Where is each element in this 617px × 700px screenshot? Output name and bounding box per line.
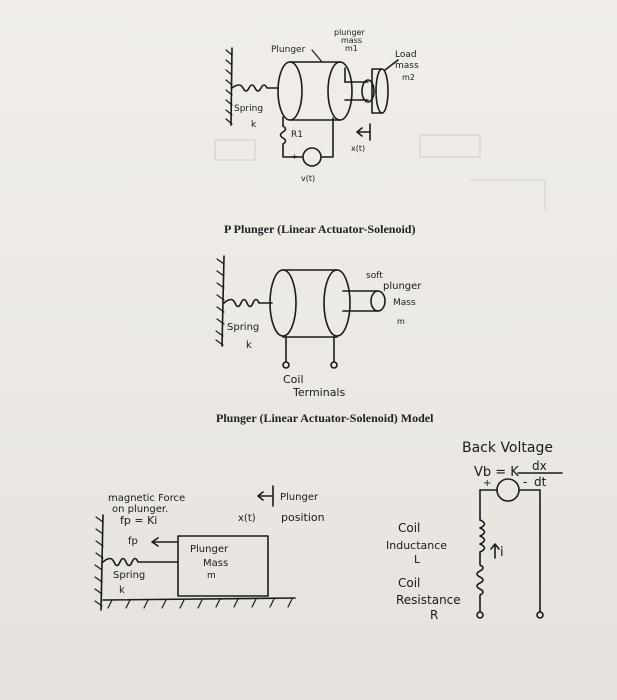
resistor-4	[476, 551, 484, 613]
label-plunger-mass-b: mass	[341, 36, 362, 45]
force-arrow-3	[151, 537, 179, 547]
plunger-leader	[311, 49, 323, 63]
terminal-4	[476, 611, 484, 619]
label-k-2: k	[246, 340, 252, 351]
label-terminals-2: Terminals	[292, 386, 345, 399]
spring-1	[231, 84, 279, 92]
label-on-plunger: on plunger.	[112, 504, 168, 515]
figure-2-plunger-model: soft plunger Mass m Spring k Coil Termin…	[215, 255, 422, 399]
label-coil-inductance-b: Inductance	[386, 539, 447, 552]
spring-3	[102, 557, 179, 567]
label-coil-resistance-c: R	[430, 608, 438, 622]
label-coil-inductance-c: L	[414, 553, 421, 566]
soft-plunger-2	[342, 290, 386, 312]
label-block-mass: Mass	[203, 558, 228, 569]
wall-3	[94, 514, 104, 611]
label-m-2: m	[397, 317, 405, 326]
wall-2	[215, 255, 225, 347]
coil-terminals-2	[282, 336, 338, 369]
label-k-1: k	[251, 120, 257, 130]
background-trace	[214, 134, 546, 210]
caption-figure-1: P Plunger (Linear Actuator-Solenoid)	[224, 222, 415, 236]
plunger-mass-1	[344, 67, 375, 103]
label-dt: dt	[534, 475, 547, 489]
label-block-plunger: Plunger	[190, 544, 229, 555]
label-dx: dx	[532, 459, 547, 473]
label-load-c: m2	[402, 73, 415, 82]
label-minus-4: -	[523, 475, 527, 489]
label-soft: soft	[366, 271, 383, 281]
label-r1: R1	[291, 130, 303, 140]
plunger-mass-block-3	[177, 535, 269, 597]
label-plunger-mass-a: plunger	[334, 28, 365, 37]
label-position-3: position	[281, 511, 325, 524]
plunger-body-1	[277, 61, 353, 121]
label-back-voltage: Back Voltage	[462, 440, 553, 456]
label-vt: v(t)	[301, 174, 315, 183]
label-spring-1: Spring	[234, 104, 263, 114]
label-fp-equation: fp = Ki	[120, 514, 157, 527]
label-plus-4: +	[483, 478, 491, 489]
spring-2	[223, 298, 273, 308]
label-plunger-2: plunger	[383, 281, 422, 292]
back-voltage-source	[479, 478, 544, 619]
label-coil-resistance-b: Resistance	[396, 593, 461, 607]
wall-1	[225, 47, 233, 126]
figure-4-electrical-model: Back Voltage Vb = K dx dt + - Coil Induc…	[386, 440, 563, 622]
caption-figure-2: Plunger (Linear Actuator-Solenoid) Model	[216, 411, 434, 425]
label-plunger-1: Plunger	[271, 45, 306, 55]
label-coil-2: Coil	[283, 373, 304, 386]
load-mass-2	[371, 59, 399, 114]
label-plus-1: +	[291, 152, 298, 161]
label-fp: fp	[128, 536, 138, 547]
label-load-a: Load	[395, 50, 417, 60]
label-current: i	[500, 545, 504, 560]
ground-3	[102, 597, 296, 609]
label-plunger-3: Plunger	[280, 492, 319, 503]
label-block-m: m	[207, 571, 216, 581]
label-spring-2: Spring	[227, 322, 259, 333]
label-k-3: k	[119, 585, 125, 596]
position-arrow-1	[356, 123, 371, 141]
plunger-body-2	[269, 269, 351, 338]
circuit-1	[279, 116, 334, 167]
position-arrow-3	[257, 485, 274, 507]
label-coil-inductance-a: Coil	[398, 521, 420, 535]
current-arrow-4	[490, 543, 500, 559]
label-load-b: mass	[395, 61, 419, 71]
label-xt-1: x(t)	[351, 144, 365, 153]
label-minus-1: -	[324, 152, 327, 162]
label-vb-equation: Vb = K	[474, 465, 519, 480]
label-plunger-mass-c: m1	[345, 44, 358, 53]
label-coil-resistance-a: Coil	[398, 576, 420, 590]
label-xt-3: x(t)	[238, 513, 256, 524]
inductor-4	[479, 519, 486, 553]
figure-1-plunger-with-load: Plunger plunger mass m1 Load mass m2 Spr…	[225, 28, 419, 183]
label-spring-3: Spring	[113, 570, 145, 581]
label-mass-2: Mass	[393, 298, 416, 308]
figure-3-free-body-model: magnetic Force on plunger. fp = Ki fp x(…	[94, 485, 325, 611]
label-magnetic-force: magnetic Force	[108, 493, 185, 504]
